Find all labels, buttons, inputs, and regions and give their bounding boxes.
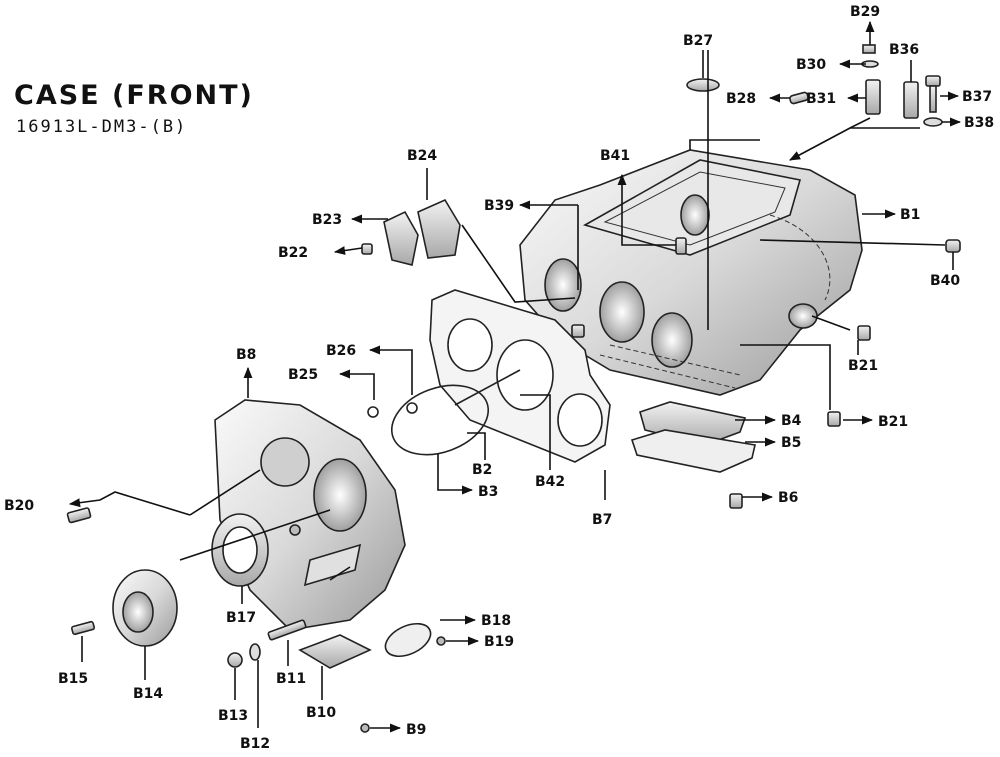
diagram-part-number: 16913L-DM3-(B) [16, 117, 188, 137]
retainer-ring-part [390, 369, 521, 456]
bottom-covers-part [630, 401, 756, 473]
main-case-part [519, 149, 863, 396]
label-b3: B3 [478, 484, 498, 500]
label-b13: B13 [218, 708, 248, 724]
label-b12: B12 [240, 736, 270, 752]
label-b7: B7 [592, 512, 612, 528]
label-b15: B15 [58, 671, 88, 687]
label-b17: B17 [226, 610, 256, 626]
label-b29: B29 [850, 4, 880, 20]
label-b20: B20 [4, 498, 34, 514]
label-b26: B26 [326, 343, 356, 359]
label-b5: B5 [781, 435, 801, 451]
parts-drawings [66, 44, 961, 733]
label-b25: B25 [288, 367, 318, 383]
flange-part [112, 569, 178, 647]
label-b22: B22 [278, 245, 308, 261]
label-b40: B40 [930, 273, 960, 289]
label-b21-lower: B21 [878, 414, 908, 430]
label-b19: B19 [484, 634, 514, 650]
label-b8: B8 [236, 347, 256, 363]
label-b42: B42 [535, 474, 565, 490]
small-hardware-part [66, 44, 961, 733]
seal-plate-part [211, 513, 269, 587]
label-b2: B2 [472, 462, 492, 478]
part-labels: B1 B2 B3 B4 B5 B6 B7 B8 B9 B10 B11 B12 B… [4, 4, 994, 752]
label-b9: B9 [406, 722, 426, 738]
label-b21-upper: B21 [848, 358, 878, 374]
label-b14: B14 [133, 686, 163, 702]
label-b4: B4 [781, 413, 802, 429]
label-b31: B31 [806, 91, 836, 107]
label-b10: B10 [306, 705, 336, 721]
label-b30: B30 [796, 57, 826, 73]
case-gasket-part [429, 289, 611, 463]
leader-lines [68, 20, 962, 733]
label-b23: B23 [312, 212, 342, 228]
label-b27: B27 [683, 33, 713, 49]
label-b18: B18 [481, 613, 511, 629]
side-plates-part [383, 198, 461, 266]
diagram-title: CASE (FRONT) [14, 80, 254, 111]
label-b11: B11 [276, 671, 306, 687]
label-b6: B6 [778, 490, 798, 506]
label-b37: B37 [962, 89, 992, 105]
label-b38: B38 [964, 115, 994, 131]
label-b39: B39 [484, 198, 514, 214]
label-b28: B28 [726, 91, 756, 107]
label-b36: B36 [889, 42, 919, 58]
label-b1: B1 [900, 207, 920, 223]
label-b24: B24 [407, 148, 437, 164]
label-b41: B41 [600, 148, 630, 164]
